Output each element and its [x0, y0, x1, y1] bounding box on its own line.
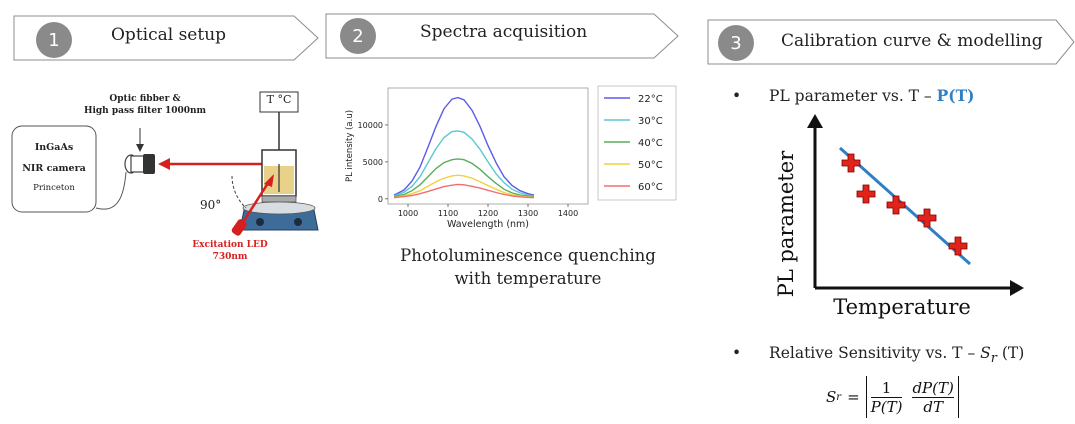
x-tick-label: 1400: [558, 209, 578, 218]
formula-num2: dP(T): [912, 378, 954, 397]
bullet-1-highlight: P(T): [936, 86, 975, 105]
emission-beam-arrowhead: [158, 158, 170, 170]
chart-y-label: PL intensity (a.u): [345, 110, 355, 182]
series-line-30°C: [393, 130, 535, 197]
legend-box: [597, 85, 677, 201]
bullet-1: • PL parameter vs. T – P(T): [732, 86, 974, 105]
step-2-arrow: [325, 13, 679, 59]
camera-body: [11, 125, 97, 213]
x-tick-label: 1300: [518, 209, 538, 218]
optical-setup-diagram: [11, 91, 319, 236]
legend-label: 60°C: [638, 182, 663, 193]
step-1-arrow: [13, 15, 319, 61]
bullet-1-symbol: •: [732, 87, 742, 105]
calibration-marker: [948, 236, 968, 256]
legend-label: 22°C: [638, 94, 663, 105]
formula-lhs: S: [826, 388, 837, 406]
calibration-marker: [856, 184, 876, 204]
legend-label: 50°C: [638, 160, 663, 171]
bullet-2-sr: S: [980, 344, 991, 362]
x-tick-label: 1100: [438, 209, 458, 218]
fiber-label-1: Optic fibber &: [109, 94, 181, 104]
bullet-1-text: PL parameter vs. T –: [769, 87, 937, 105]
formula-num1: 1: [881, 378, 892, 397]
step-1-label: Optical setup: [111, 25, 227, 45]
bullet-2-suffix: (T): [996, 344, 1025, 362]
fiber-label-2: High pass filter 1000nm: [83, 106, 207, 116]
calibration-x-label: Temperature: [833, 295, 971, 319]
step-1-number: 1: [36, 22, 72, 58]
y-tick-label: 0: [378, 195, 383, 204]
formula-den1: P(T): [870, 397, 903, 416]
bullet-2-text: Relative Sensitivity vs. T –: [769, 344, 981, 362]
calibration-marker: [886, 195, 906, 215]
led-label-1: Excitation LED: [192, 240, 268, 250]
camera-label-3: Princeton: [33, 183, 75, 193]
spectra-caption-line2: with temperature: [454, 269, 602, 288]
y-tick-label: 5000: [363, 158, 383, 167]
formula-lhs-sub: r: [836, 391, 842, 403]
bullet-2: • Relative Sensitivity vs. T – Sr (T): [732, 344, 1024, 366]
series-line-60°C: [393, 183, 535, 199]
calibration-marker: [917, 208, 937, 228]
spectra-chart: 1000 1100 1200 1300 1400 0 5000 10000Wavelength…: [345, 85, 677, 230]
step-3-number: 3: [718, 25, 754, 61]
step-banners: [13, 13, 1075, 65]
y-tick-label: 10000: [358, 121, 383, 130]
step-2-number: 2: [340, 18, 376, 54]
calibration-marker: [841, 153, 861, 173]
camera-label-1: InGaAs: [34, 142, 74, 153]
legend-label: 40°C: [638, 138, 663, 149]
series-line-50°C: [393, 174, 535, 199]
step-3-arrow: [707, 19, 1075, 65]
x-tick-label: 1000: [398, 209, 418, 218]
temperature-label: T °C: [266, 93, 292, 106]
angle-arc: [231, 175, 247, 209]
bullet-2-symbol: •: [732, 344, 742, 362]
camera-label-2: NIR camera: [22, 163, 86, 174]
led-icon: [231, 219, 247, 236]
camera-cable: [95, 171, 127, 210]
x-tick-label: 1200: [478, 209, 498, 218]
step-2-label: Spectra acquisition: [420, 22, 588, 42]
series-line-40°C: [393, 158, 535, 198]
angle-label: 90°: [200, 198, 222, 212]
led-label-2: 730nm: [212, 252, 248, 262]
chart-x-label: Wavelength (nm): [447, 219, 529, 230]
calibration-y-label: PL parameter: [774, 150, 798, 297]
series-line-22°C: [393, 96, 535, 196]
spectra-caption-line1: Photoluminescence quenching: [400, 246, 656, 265]
formula-den2: dT: [923, 397, 943, 416]
step-3-label: Calibration curve & modelling: [781, 31, 1043, 51]
bullet-2-sr-sub: r: [990, 351, 997, 367]
legend-label: 30°C: [638, 116, 663, 127]
calibration-plot: PL parameter Temperature: [774, 114, 1024, 319]
